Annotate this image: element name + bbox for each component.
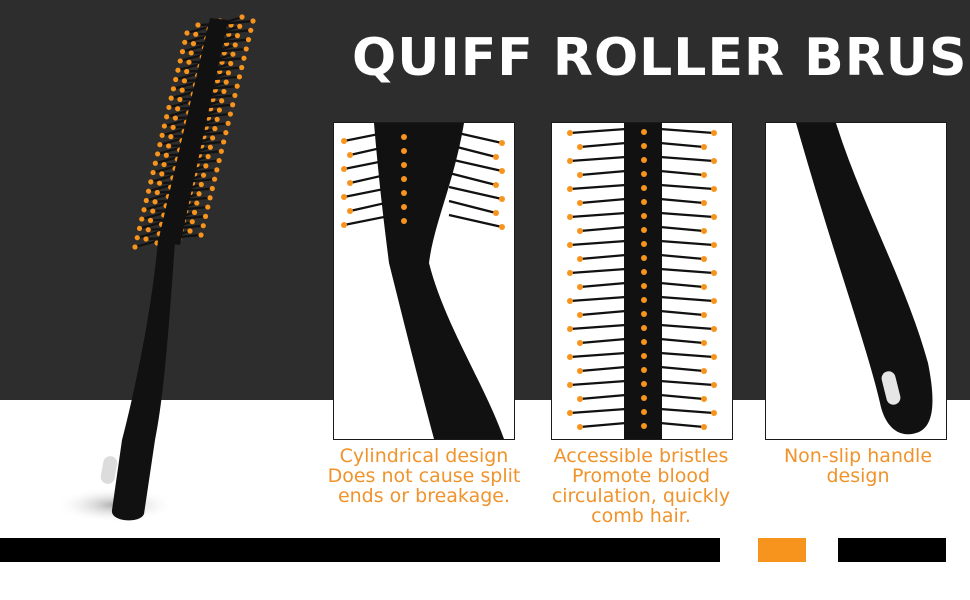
panel-handle-closeup bbox=[765, 122, 947, 440]
hero-brush-image bbox=[40, 10, 280, 530]
caption-line: comb hair. bbox=[591, 505, 691, 527]
page-title: QUIFF ROLLER BRUSH bbox=[352, 28, 970, 88]
caption-line: ends or breakage. bbox=[337, 485, 511, 507]
footer-bar-orange bbox=[758, 538, 806, 562]
footer-bar-black-left bbox=[0, 538, 720, 562]
footer-bar-black-right bbox=[838, 538, 946, 562]
caption-cylindrical-design: Cylindrical design Does not cause split … bbox=[314, 446, 534, 506]
panel-neck-closeup bbox=[333, 122, 515, 440]
caption-non-slip-handle: Non-slip handle design bbox=[748, 446, 968, 486]
caption-line: Non-slip handle bbox=[783, 445, 933, 467]
caption-line: Accessible bristles bbox=[553, 445, 729, 467]
caption-accessible-bristles: Accessible bristles Promote blood circul… bbox=[531, 446, 751, 526]
caption-line: Does not cause split bbox=[327, 465, 521, 487]
panel-bristles-closeup bbox=[551, 122, 733, 440]
caption-line: circulation, quickly bbox=[551, 485, 731, 507]
caption-line: Cylindrical design bbox=[339, 445, 509, 467]
caption-line: Promote blood bbox=[571, 465, 711, 487]
caption-line: design bbox=[826, 465, 890, 487]
